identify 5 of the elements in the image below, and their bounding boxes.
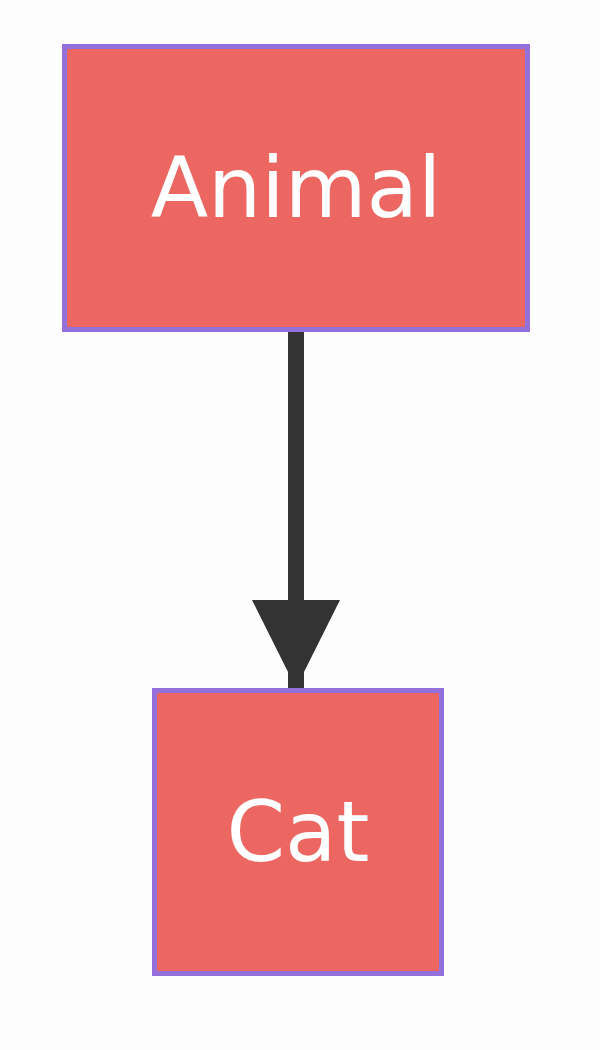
process-box (62, 44, 530, 332)
node-label: Cat (226, 783, 370, 881)
node-label: Animal (150, 139, 442, 237)
arrow (252, 332, 340, 688)
process-box (152, 688, 444, 976)
